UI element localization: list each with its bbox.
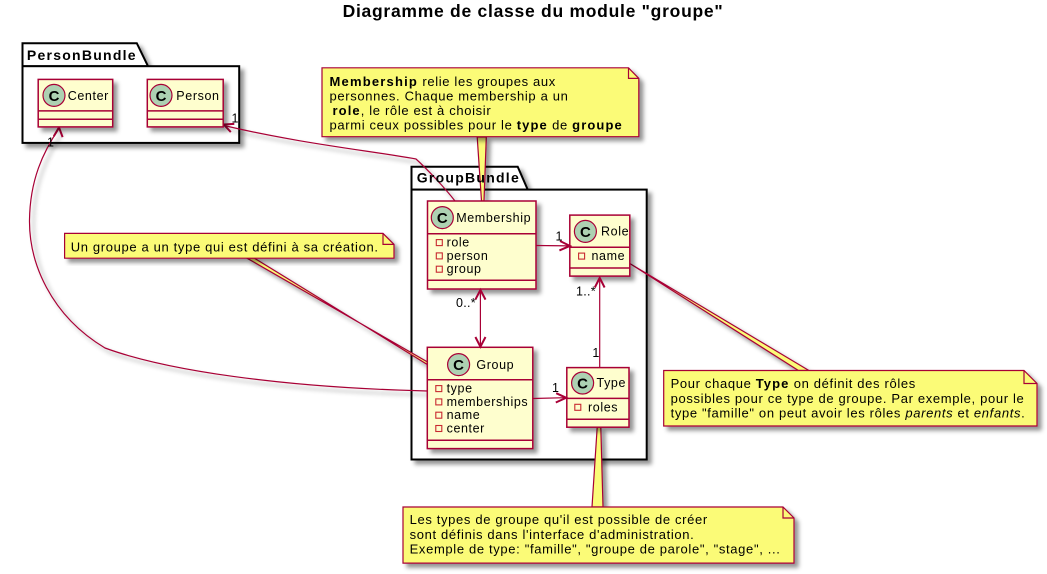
svg-text:center: center: [447, 422, 485, 436]
svg-text:1: 1: [47, 135, 54, 149]
svg-text:name: name: [447, 408, 481, 422]
svg-text:Exemple de type: "famille", "g: Exemple de type: "famille", "groupe de p…: [410, 542, 781, 557]
svg-text:person: person: [447, 249, 489, 263]
svg-text:C: C: [453, 357, 464, 374]
svg-text:Membership: Membership: [456, 211, 531, 225]
svg-text:1: 1: [592, 346, 599, 360]
svg-text:Les types de groupe qu'il est: Les types de groupe qu'il est possible d…: [410, 512, 708, 527]
svg-text:0..*: 0..*: [456, 296, 476, 310]
svg-text:sont définis dans l'interface: sont définis dans l'interface d'administ…: [410, 527, 695, 542]
svg-text:C: C: [580, 224, 591, 241]
svg-text:roles: roles: [588, 400, 618, 414]
svg-text:name: name: [592, 249, 626, 263]
svg-text:type "famille" on peut avoir l: type "famille" on peut avoir les rôles p…: [671, 406, 1026, 421]
svg-text:Center: Center: [68, 89, 109, 103]
svg-text:memberships: memberships: [447, 395, 529, 409]
svg-text:role, le rôle est à choisir: role, le rôle est à choisir: [333, 103, 492, 118]
svg-text:C: C: [577, 375, 588, 392]
svg-text:Diagramme de classe du module: Diagramme de classe du module "groupe": [343, 1, 724, 21]
svg-text:Type: Type: [597, 376, 627, 390]
svg-text:PersonBundle: PersonBundle: [27, 47, 137, 63]
svg-text:C: C: [49, 88, 60, 105]
svg-text:personnes. Chaque membership a: personnes. Chaque membership a un: [330, 89, 569, 104]
svg-text:Group: Group: [476, 358, 514, 372]
svg-text:Membership relie les groupes a: Membership relie les groupes aux: [330, 74, 556, 89]
svg-text:1: 1: [552, 381, 559, 395]
svg-text:1: 1: [232, 112, 239, 126]
svg-text:1: 1: [556, 229, 563, 243]
svg-text:role: role: [447, 236, 470, 250]
svg-text:GroupBundle: GroupBundle: [417, 170, 520, 186]
svg-text:possibles pour ce type de grou: possibles pour ce type de groupe. Par ex…: [671, 391, 1025, 406]
svg-text:C: C: [437, 210, 448, 227]
svg-text:type: type: [447, 382, 473, 396]
svg-text:parmi ceux possibles pour le t: parmi ceux possibles pour le type de gro…: [330, 118, 623, 133]
svg-text:Person: Person: [176, 89, 219, 103]
svg-text:Pour chaque Type on définit de: Pour chaque Type on définit des rôles: [671, 376, 916, 391]
svg-text:1..*: 1..*: [576, 284, 596, 298]
svg-text:group: group: [447, 262, 482, 276]
svg-text:Un groupe a un type qui est dé: Un groupe a un type qui est défini à sa …: [71, 239, 379, 254]
svg-text:C: C: [156, 88, 167, 105]
svg-text:Role: Role: [601, 224, 629, 238]
